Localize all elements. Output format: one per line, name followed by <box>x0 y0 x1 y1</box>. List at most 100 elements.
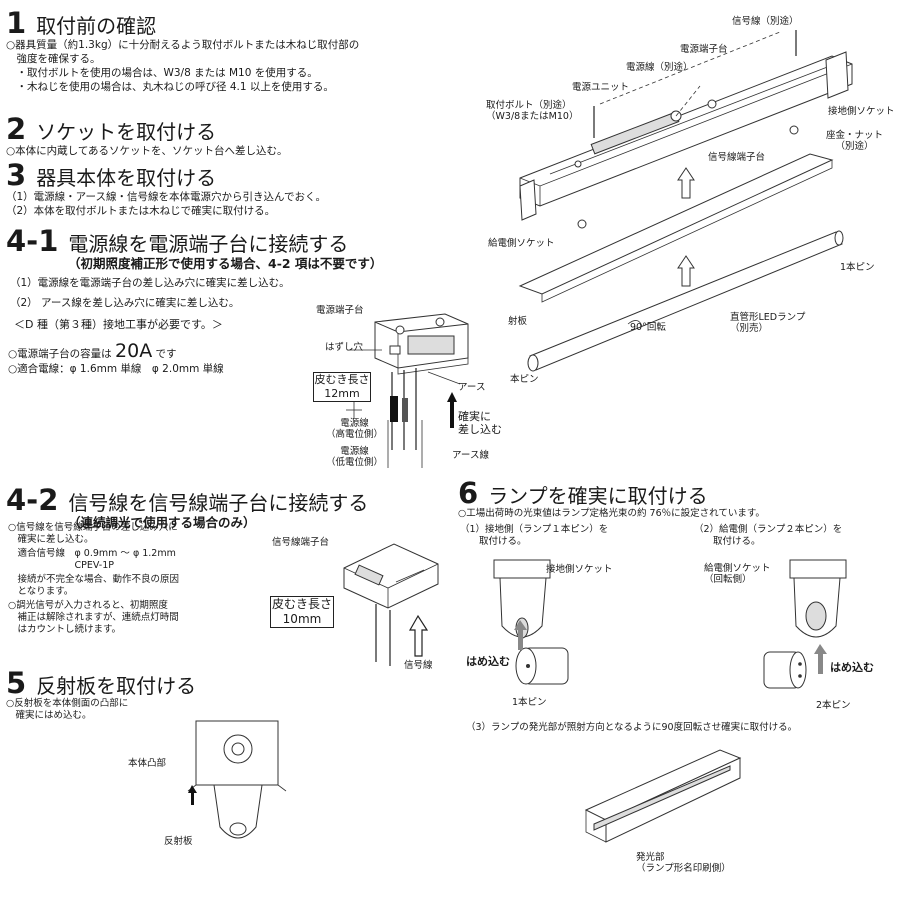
ex-lamp-label: 直管形LEDランプ （別売） <box>730 312 805 334</box>
section-4-1: 4-1 電源線を電源端子台に接続する （初期照度補正形で使用する場合、4-2 項… <box>6 226 466 271</box>
ex-lamp-line: 直管形LEDランプ <box>730 312 806 323</box>
section-3-line: （1）電源線・アース線・信号線を本体電源穴から引き込んでおく。 <box>6 191 326 203</box>
lamp-step-1-line: （1）接地側（ランプ１本ピン）を <box>460 524 609 535</box>
insert-firmly-line: 差し込む <box>458 423 502 436</box>
emitting-part-line: （ランプ形名印刷側） <box>636 863 731 874</box>
power-wire-low-label: 電源線 （低電位側） <box>326 446 383 468</box>
ex-washer-label: 座金・ナット （別途） <box>826 130 883 152</box>
lamp-step-2: （2）給電側（ランプ２本ピン）を 取付ける。 <box>694 524 842 548</box>
ex-feed-socket-label: 給電側ソケット <box>488 238 555 249</box>
section-4-1-line: ＜D 種（第３種）接地工事が必要です。＞ <box>14 318 223 331</box>
feed-socket-line: （回転側） <box>704 574 752 585</box>
emitting-part-label: 発光部 （ランプ形名印刷側） <box>636 852 731 874</box>
power-wire-high-label: 電源線 （高電位側） <box>326 418 383 440</box>
section-4-2-body: ○信号線を信号線端子台の差し込み穴に 確実に差し込む。 適合信号線 φ 0.9m… <box>8 522 179 636</box>
ex-reflector-label: 射板 <box>508 316 528 327</box>
section-6-line: ○工場出荷時の光束値はランプ定格光束の約 76％に設定されています。 <box>458 508 765 519</box>
section-6-title: ランプを確実に取付ける <box>488 484 708 508</box>
ex-rotate-label: 90°回転 <box>630 322 666 333</box>
section-5-line: ○反射板を本体側面の凸部に <box>6 698 129 709</box>
power-wire-low-line: （低電位側） <box>326 457 384 468</box>
section-4-2-title: 信号線を信号線端子台に接続する <box>68 491 369 515</box>
fit-left-label: はめ込む <box>466 655 510 668</box>
section-2: 2 ソケットを取付ける ○本体に内蔵してあるソケットを、ソケット台へ差し込む。 <box>6 114 466 158</box>
ex-bolt-label: 取付ボルト（別途） （W3/8またはM10） <box>486 100 578 122</box>
pin1-label: 1本ピン <box>512 697 547 708</box>
ex-bolt-line: 取付ボルト（別途） <box>486 100 572 111</box>
section-2-line: ○本体に内蔵してあるソケットを、ソケット台へ差し込む。 <box>6 145 288 157</box>
section-4-2-line: となります。 <box>8 586 74 597</box>
signal-terminal-figure <box>343 543 439 666</box>
section-6: 6 ランプを確実に取付ける ○工場出荷時の光束値はランプ定格光束の約 76％に設… <box>458 478 898 520</box>
section-1-title: 取付前の確認 <box>36 14 157 38</box>
ex-washer-line: （別途） <box>835 141 874 152</box>
strip-length-label: 皮むき長さ <box>314 373 370 386</box>
ex-pin2-label: 本ピン <box>510 374 539 385</box>
section-4-2-line: 接続が不完全な場合、動作不良の原因 <box>8 574 180 585</box>
lamp-emitting-figure <box>584 749 742 843</box>
ex-signal-terminal-label: 信号線端子台 <box>708 152 766 163</box>
insert-firmly-line: 確実に <box>458 410 491 423</box>
section-1-line: ・木ねじを使用の場合は、丸木ねじの呼び径 4.1 以上を使用する。 <box>6 81 334 93</box>
ex-power-unit-label: 電源ユニット <box>572 82 630 93</box>
strip-length-box-10: 皮むき長さ 10mm <box>270 596 334 628</box>
wire-spec-line: ○適合電線：φ 1.6mm 単線 φ 2.0mm 単線 <box>8 363 224 375</box>
feed-socket-line: 給電側ソケット <box>704 563 771 574</box>
pin2-label: 2本ピン <box>816 700 851 711</box>
strip-length-value: 10mm <box>282 612 322 626</box>
ground-socket-figure <box>493 559 569 685</box>
power-terminal-label: 電源端子台 <box>316 305 364 316</box>
power-terminal-figure <box>346 313 469 468</box>
section-4-2-line: ○信号線を信号線端子台の差し込み穴に <box>8 522 178 533</box>
strip-length-value: 12mm <box>324 387 360 400</box>
reflector-figure <box>187 720 287 839</box>
earth-wire-label: アース線 <box>452 450 489 461</box>
power-wire-high-line: 電源線 <box>340 418 369 429</box>
section-2-number: 2 <box>6 112 27 146</box>
ex-pin1-label: 1本ピン <box>840 262 875 273</box>
section-4-2-line: 補正は解除されますが、連続点灯時間 <box>8 612 179 623</box>
strip-length-box-12: 皮むき長さ 12mm <box>313 372 371 402</box>
section-4-1-subtitle: （初期照度補正形で使用する場合、4-2 項は不要です） <box>68 256 383 271</box>
section-4-2-subtitle: （連続調光で使用する場合のみ） <box>68 515 256 530</box>
reflector-label: 反射板 <box>164 836 193 847</box>
body-boss-label: 本体凸部 <box>128 758 167 769</box>
section-4-2-line: CPEV-1P <box>8 560 115 571</box>
section-2-title: ソケットを取付ける <box>36 120 217 144</box>
section-1-line: ○器具質量（約1.3kg）に十分耐えるよう取付ボルトまたは木ねじ取付部の <box>6 39 360 51</box>
lamp-step-2-line: 取付ける。 <box>694 536 761 547</box>
ex-lamp-line: （別売） <box>730 323 769 334</box>
power-wire-low-line: 電源線 <box>340 446 369 457</box>
section-4-2-number: 4-2 <box>6 483 59 517</box>
feed-socket-label: 給電側ソケット （回転側） <box>704 563 771 585</box>
ex-power-terminal-label: 電源端子台 <box>680 44 728 55</box>
section-1-line: 強度を確保する。 <box>6 53 101 65</box>
emitting-part-line: 発光部 <box>636 852 665 863</box>
section-6-number: 6 <box>458 476 479 510</box>
section-3-number: 3 <box>6 158 27 192</box>
capacity-prefix: ○電源端子台の容量は <box>8 348 112 360</box>
section-4-2-line: 適合信号線 φ 0.9mm ～ φ 1.2mm <box>8 548 176 559</box>
section-4-2-line: 確実に差し込む。 <box>8 534 94 545</box>
section-5-line: 確実にはめ込む。 <box>6 710 92 721</box>
section-1: 1 取付前の確認 ○器具質量（約1.3kg）に十分耐えるよう取付ボルトまたは木ね… <box>6 8 466 94</box>
lamp-step-2-line: （2）給電側（ランプ２本ピン）を <box>694 524 843 535</box>
section-1-line: ・取付ボルトを使用の場合は、W3/8 または M10 を使用する。 <box>6 67 318 79</box>
lamp-step-3: （3）ランプの発光部が照射方向となるように90度回転させ確実に取付ける。 <box>466 722 798 733</box>
lamp-step-1-line: 取付ける。 <box>460 536 527 547</box>
section-3-title: 器具本体を取付ける <box>36 166 217 190</box>
section-4-2-line: ○調光信号が入力されると、初期照度 <box>8 600 168 611</box>
ex-bolt-line: （W3/8またはM10） <box>486 111 579 122</box>
lamp-step-1: （1）接地側（ランプ１本ピン）を 取付ける。 <box>460 524 608 548</box>
section-4-1-line: （2） アース線を差し込み穴に確実に差し込む。 <box>10 297 240 309</box>
signal-wire-label: 信号線 <box>404 660 433 671</box>
earth-label: アース <box>458 382 486 393</box>
ex-power-wire-label: 電源線（別途） <box>626 62 693 73</box>
section-4-1-title: 電源線を電源端子台に接続する <box>68 232 349 256</box>
section-4-2: 4-2 信号線を信号線端子台に接続する （連続調光で使用する場合のみ） <box>6 485 466 530</box>
capacity-suffix: です <box>155 348 177 360</box>
signal-terminal-label: 信号線端子台 <box>272 537 330 548</box>
section-4-1-number: 4-1 <box>6 224 59 258</box>
section-1-number: 1 <box>6 6 27 40</box>
section-4-1-line: （1）電源線を電源端子台の差し込み穴に確実に差し込む。 <box>10 277 290 289</box>
